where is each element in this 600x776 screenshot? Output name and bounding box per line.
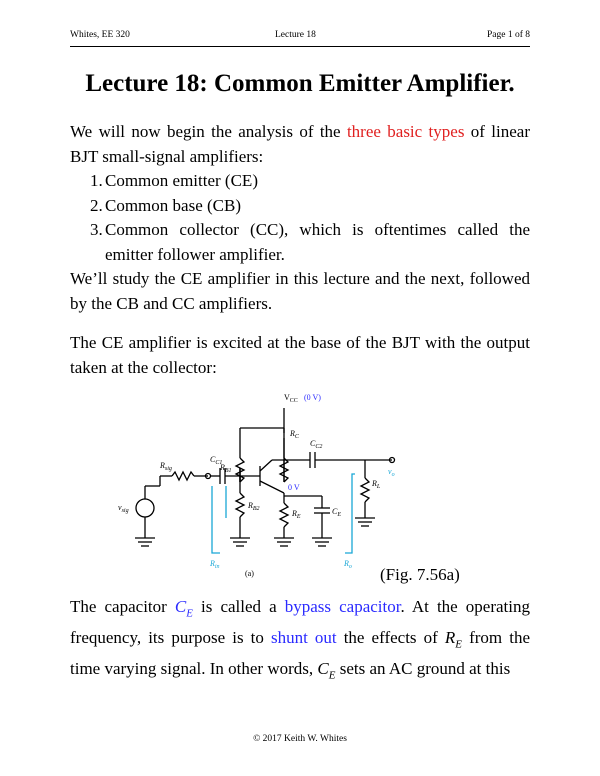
page-title: Lecture 18: Common Emitter Amplifier. (85, 70, 515, 97)
header-rule (70, 46, 530, 47)
header-center: Lecture 18 (275, 30, 316, 40)
intro-text-pre: We will now begin the analysis of the (70, 122, 347, 141)
cc1-label: CC1 (210, 455, 222, 466)
header-right: Page 1 of 8 (486, 30, 530, 40)
list-item: 2.Common base (CB) (70, 194, 530, 219)
rb2-label: RB2 (247, 501, 260, 512)
vsig-label: vsig (118, 503, 129, 514)
list-num: 1. (90, 171, 103, 190)
bypass-text-2: is called a (192, 597, 285, 616)
zero-v-label: 0 V (288, 483, 300, 492)
vo-label: vo (388, 467, 395, 478)
bypass-paragraph: The capacitor CE is called a bypass capa… (70, 595, 530, 688)
rl-label: RL (371, 479, 381, 490)
figure-caption: (Fig. 7.56a) (380, 565, 460, 584)
rc-label: RC (289, 429, 300, 440)
ce-label: CE (332, 507, 341, 518)
list-num: 2. (90, 195, 103, 215)
bypass-text-4: the effects of (336, 627, 445, 647)
bypass-text-1: The capacitor (70, 597, 175, 616)
list-text: Common collector (CC), which is oftentim… (105, 220, 530, 264)
rsig-label: Rsig (159, 461, 172, 472)
bypass-text-6: sets an AC ground at this (335, 658, 511, 678)
bypass-text-3: . At the operating frequency, its purpos… (70, 597, 531, 647)
page-footer: © 2017 Keith W. Whites (253, 734, 347, 744)
vcc-label: VCC (284, 393, 298, 404)
shunt-out-term: shunt out (270, 627, 337, 647)
re-symbol: RE (444, 627, 463, 651)
bypass-capacitor-term: bypass capacitor (284, 597, 401, 616)
figure-part-label: (a) (245, 569, 254, 578)
amplifier-list: 1.Common emitter (CE) 2.Common base (CB)… (70, 169, 530, 267)
list-num: 3. (90, 220, 103, 239)
bypass-text-5: from the time varying signal. In other w… (70, 627, 530, 678)
rout-label: Ro (343, 559, 352, 570)
rb1-label: RB1 (219, 463, 232, 474)
intro-text-post: of linear BJT small-signal amplifiers: (70, 122, 530, 166)
list-item: 1.Common emitter (CE) (70, 169, 530, 194)
ce-amplifier-schematic: VCC (0 V) RB1 RC CC2 Rsig CC1 RL vsig RB… (118, 393, 396, 578)
study-paragraph: We’ll study the CE amplifier in this lec… (70, 269, 530, 313)
list-text: Common emitter (CE) (105, 171, 258, 190)
ce-intro-paragraph: The CE amplifier is excited at the base … (70, 333, 530, 377)
rin-label: Rin (209, 559, 220, 570)
intro-paragraph: We will now begin the analysis of the th… (70, 120, 530, 169)
cc2-label: CC2 (310, 439, 322, 450)
ce-symbol-2: CE (317, 658, 336, 682)
list-text: Common base (CB) (105, 195, 241, 215)
re-label: RE (291, 509, 301, 520)
circuit-figure: VCC (0 V) RB1 RC CC2 Rsig CC1 RL vsig RB… (110, 378, 410, 578)
header-left: Whites, EE 320 (70, 30, 130, 40)
list-item: 3.Common collector (CC), which is oftent… (70, 218, 530, 267)
ce-symbol: CE (174, 597, 193, 620)
vcc-value: (0 V) (304, 393, 321, 402)
intro-highlight: three basic types (346, 122, 465, 141)
